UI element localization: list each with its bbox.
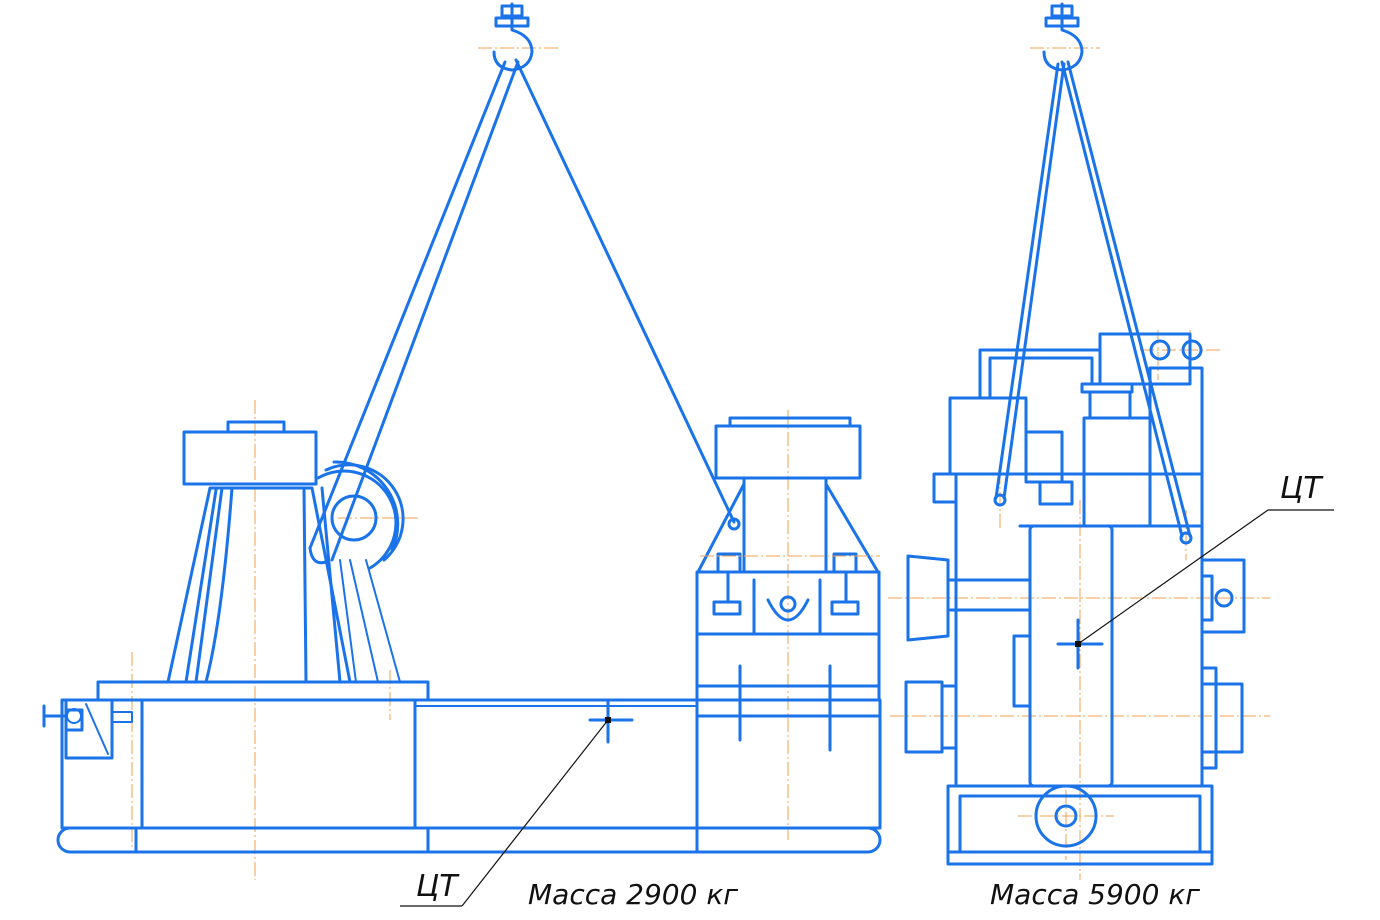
- left-right-block: [695, 416, 881, 752]
- left-axis-lines: [131, 47, 789, 880]
- left-clamp: [42, 698, 133, 760]
- left-base-frame: [56, 680, 882, 854]
- right-axis-lines: [888, 47, 1270, 880]
- right-machine-body: [932, 332, 1214, 866]
- right-cg-marker: [1056, 509, 1334, 670]
- cg-label-left: ЦТ: [416, 869, 460, 904]
- right-side-parts: [904, 554, 1246, 770]
- right-crane-hook: [1042, 2, 1084, 72]
- left-pedestal: [166, 420, 405, 684]
- left-crane-hook: [492, 2, 534, 72]
- cg-label-right: ЦТ: [1280, 471, 1324, 506]
- mass-label-right: Масса 5900 кг: [990, 878, 1200, 911]
- left-view: [42, 2, 882, 907]
- mass-label-left: Масса 2900 кг: [528, 878, 738, 911]
- left-cg-marker: [400, 698, 634, 907]
- left-slings: [308, 58, 741, 565]
- right-slings: [993, 60, 1193, 545]
- right-view: [888, 2, 1334, 880]
